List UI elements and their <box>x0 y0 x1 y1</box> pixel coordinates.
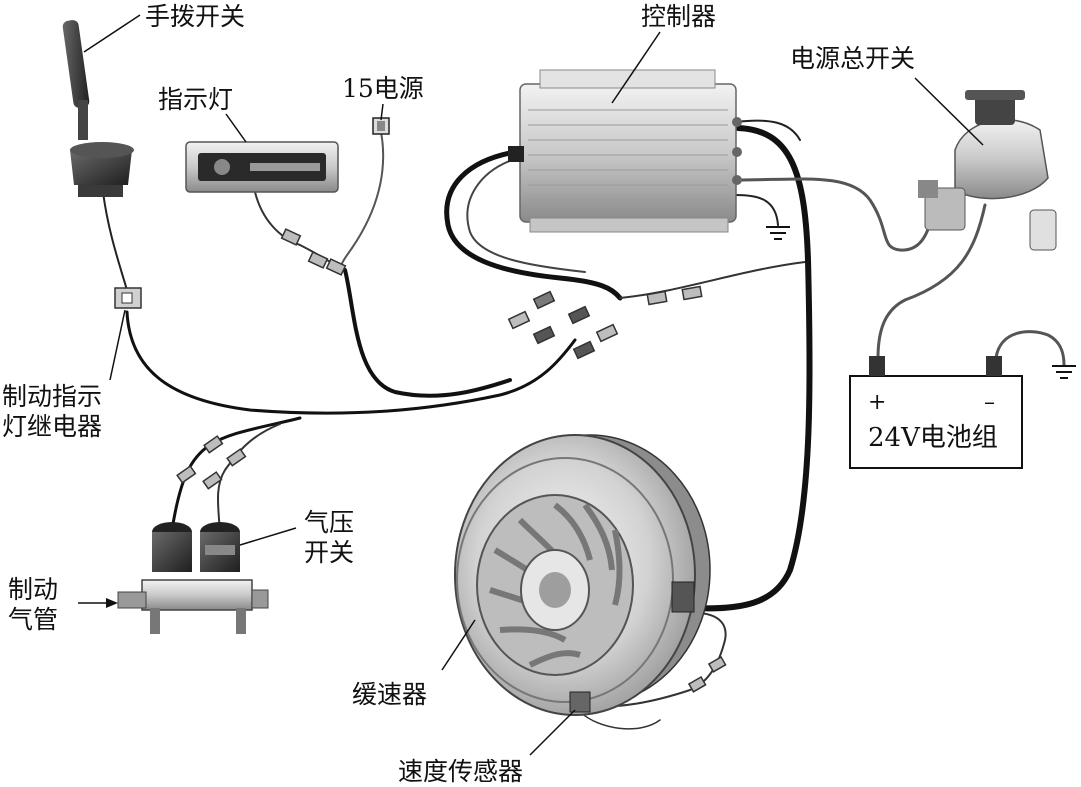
connector <box>681 285 703 301</box>
battery-box <box>849 375 1023 469</box>
leader-power15 <box>380 103 384 121</box>
connector <box>325 258 347 276</box>
label-line: 气压 <box>304 508 355 537</box>
connector <box>572 340 596 360</box>
connector <box>507 310 531 330</box>
battery-plus-sign: + <box>868 390 887 415</box>
power-15-terminal <box>372 117 390 135</box>
wire-speed-sensor <box>584 612 727 708</box>
wire-speed-sensor-2 <box>579 711 661 730</box>
label-speed-sensor: 速度传感器 <box>398 757 524 786</box>
relay-component <box>114 287 142 309</box>
battery-label: 24V电池组 <box>868 423 998 453</box>
battery-component <box>849 356 1023 469</box>
wire-controller-left-2 <box>466 159 586 273</box>
connector <box>687 676 707 693</box>
wire-hand-switch <box>102 191 128 291</box>
label-brake-indicator-relay: 制动指示 灯继电器 <box>2 382 102 442</box>
connector <box>532 290 556 310</box>
brake-air-pipe-body <box>141 579 253 611</box>
wire-battery-ground <box>994 330 1066 367</box>
connector <box>707 656 727 673</box>
controller-body <box>519 83 737 223</box>
connector <box>532 325 556 345</box>
label-retarder: 缓速器 <box>352 680 428 709</box>
wire-controller-ground <box>735 194 779 226</box>
wire-mainswitch-battery <box>876 203 987 360</box>
main-power-switch-component <box>918 90 1057 251</box>
brake-pipe-arrow <box>78 598 118 608</box>
hand-switch-base <box>78 185 123 197</box>
connector <box>307 251 329 269</box>
label-hand-switch: 手拨开关 <box>145 2 246 31</box>
connector <box>646 290 668 306</box>
label-main-power-switch: 电源总开关 <box>790 44 916 73</box>
label-line: 开关 <box>304 538 355 567</box>
label-line: 制动 <box>8 575 59 604</box>
wire-controller-upper <box>735 119 801 141</box>
controller-component <box>508 69 742 233</box>
leader-main-switch <box>914 77 984 146</box>
connector <box>176 465 197 484</box>
hand-switch-boot <box>70 150 132 185</box>
battery-minus-sign: – <box>984 390 995 415</box>
label-air-pressure-switch: 气压 开关 <box>304 508 354 568</box>
leader-retarder <box>441 619 476 671</box>
hand-switch-shaft <box>78 100 88 140</box>
label-controller: 控制器 <box>641 2 717 31</box>
battery-terminal-negative <box>986 356 1002 376</box>
leader-controller <box>611 31 661 104</box>
connector <box>203 435 224 454</box>
wire-controller-left <box>444 149 623 301</box>
wires <box>102 119 1066 730</box>
indicator-lamp-component <box>185 141 339 193</box>
label-line: 气管 <box>8 605 59 634</box>
label-brake-air-pipe: 制动 气管 <box>8 575 58 635</box>
label-power-15: 15电源 <box>342 74 424 103</box>
label-indicator-lamp: 指示灯 <box>158 85 234 114</box>
connector <box>280 228 302 246</box>
leader-hand-switch <box>83 14 141 53</box>
hand-switch-component <box>62 20 134 197</box>
leader-pressure-switch <box>239 527 297 546</box>
battery-terminal-positive <box>869 356 885 376</box>
wire-controller-retarder <box>687 125 813 612</box>
label-line: 制动指示 <box>2 382 103 411</box>
wire-relay-pressure-2 <box>216 423 281 533</box>
retarder-component <box>454 434 711 716</box>
speed-sensor-body <box>569 691 591 713</box>
connector <box>595 323 619 343</box>
air-pressure-switch-component <box>117 522 269 634</box>
wire-indicator <box>254 191 341 269</box>
leader-speed-sensor <box>529 709 576 756</box>
ground-symbol <box>1052 365 1076 379</box>
connector <box>226 448 247 467</box>
leader-relay <box>109 309 126 381</box>
wire-lamp-loop <box>343 268 512 398</box>
leader-indicator <box>225 113 247 143</box>
wire-power15 <box>339 131 385 269</box>
connector <box>202 471 223 490</box>
leader-lines <box>83 14 984 756</box>
wire-relay-harness <box>125 310 577 415</box>
connector <box>567 305 591 325</box>
label-line: 灯继电器 <box>2 412 103 441</box>
wire-harness-right <box>619 261 806 299</box>
ground-symbol <box>766 226 790 240</box>
connectors <box>176 228 727 693</box>
hand-switch-lever <box>62 20 90 108</box>
wire-controller-mainswitch <box>736 177 937 252</box>
